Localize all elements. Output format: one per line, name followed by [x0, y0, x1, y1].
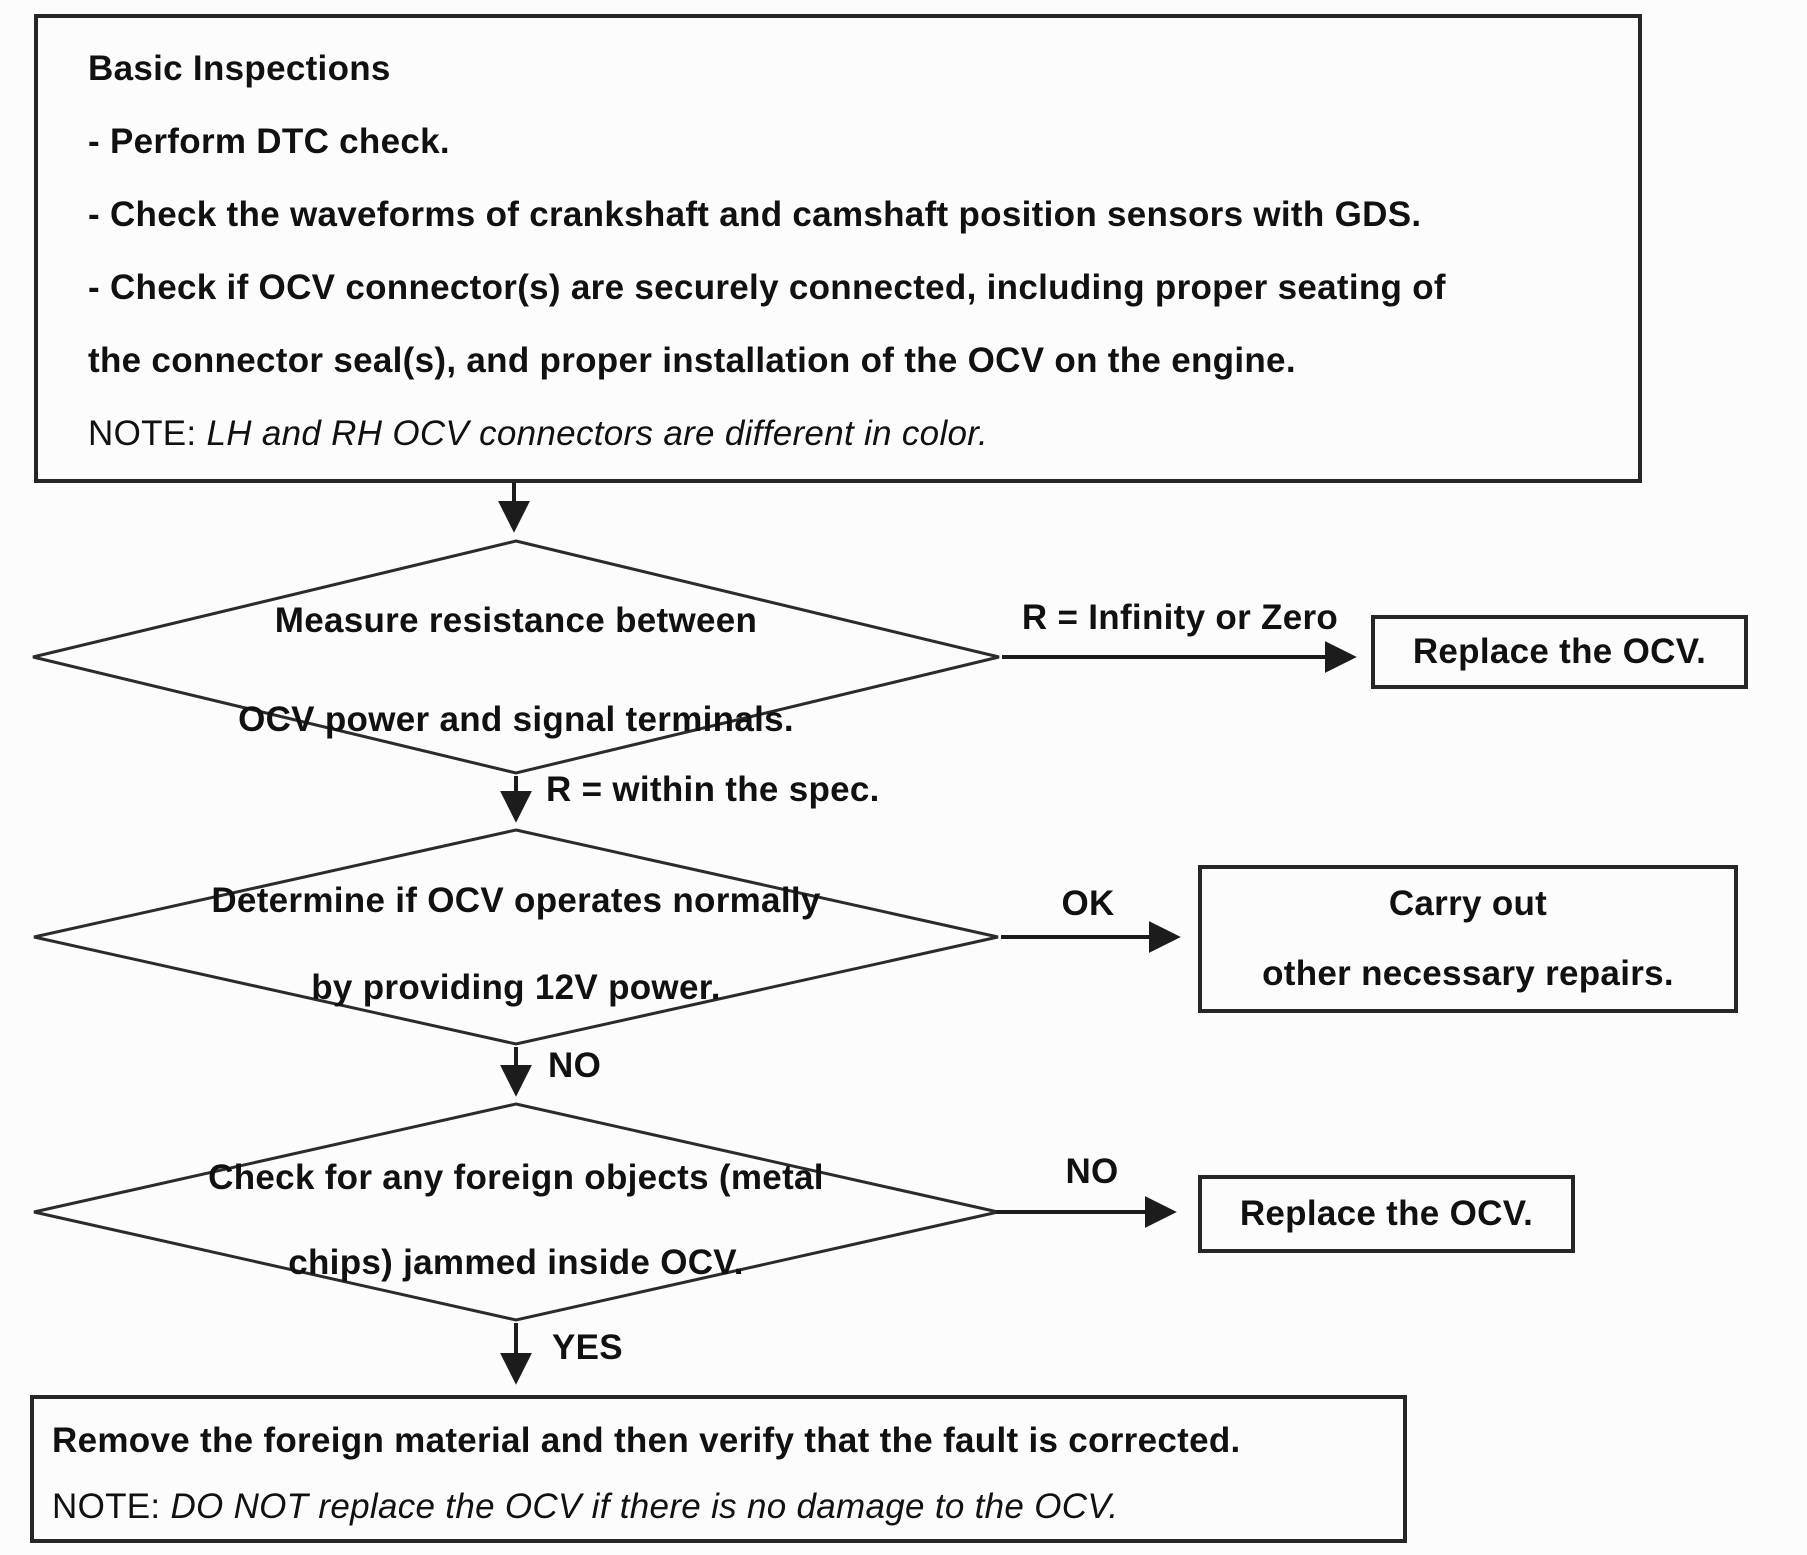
diamond-resistance-line2: OCV power and signal terminals.: [238, 700, 794, 739]
start-box-item-2: - Check the waveforms of crankshaft and …: [88, 195, 1422, 234]
diamond-foreign-line2: chips) jammed inside OCV.: [288, 1243, 744, 1282]
note-prefix: NOTE:: [88, 414, 197, 453]
label-no-right: NO: [1065, 1152, 1119, 1191]
carry-out-line1: Carry out: [1388, 884, 1548, 923]
end-note-prefix: NOTE:: [52, 1487, 161, 1526]
end-box-line1: Remove the foreign material and then ver…: [52, 1421, 1241, 1460]
diamond-operate-line2: by providing 12V power.: [311, 968, 721, 1007]
start-box: Basic Inspections - Perform DTC check. -…: [34, 14, 1642, 483]
label-yes: YES: [552, 1328, 623, 1367]
start-box-item-1: - Perform DTC check.: [88, 122, 450, 161]
label-no-down: NO: [548, 1046, 602, 1085]
diamond-resistance-line1: Measure resistance between: [274, 601, 758, 640]
start-box-item-3-cont: the connector seal(s), and proper instal…: [88, 341, 1296, 380]
decision-diamond-foreign: [33, 1102, 999, 1322]
replace-ocv-box-1: Replace the OCV.: [1371, 615, 1748, 689]
carry-out-box: Carry out other necessary repairs.: [1198, 865, 1738, 1013]
start-box-note: NOTE:LH and RH OCV connectors are differ…: [88, 397, 1638, 470]
note-text: LH and RH OCV connectors are different i…: [206, 414, 988, 453]
label-r-within-spec: R = within the spec.: [546, 770, 880, 809]
replace-ocv-box-2: Replace the OCV.: [1198, 1175, 1575, 1253]
label-r-infinity-or-zero: R = Infinity or Zero: [1021, 598, 1339, 637]
end-note-text: DO NOT replace the OCV if there is no da…: [170, 1487, 1119, 1526]
end-box: Remove the foreign material and then ver…: [30, 1395, 1407, 1543]
start-box-title: Basic Inspections: [88, 49, 391, 88]
diamond-operate-line1: Determine if OCV operates normally: [211, 881, 821, 920]
carry-out-line2: other necessary repairs.: [1262, 954, 1674, 993]
end-box-note: NOTE:DO NOT replace the OCV if there is …: [52, 1474, 1403, 1540]
diamond-foreign-line1: Check for any foreign objects (metal: [208, 1158, 824, 1197]
decision-diamond-operate: [33, 828, 999, 1046]
start-box-item-3: - Check if OCV connector(s) are securely…: [88, 268, 1446, 307]
decision-diamond-resistance: [32, 539, 1000, 775]
label-ok: OK: [1061, 884, 1115, 923]
